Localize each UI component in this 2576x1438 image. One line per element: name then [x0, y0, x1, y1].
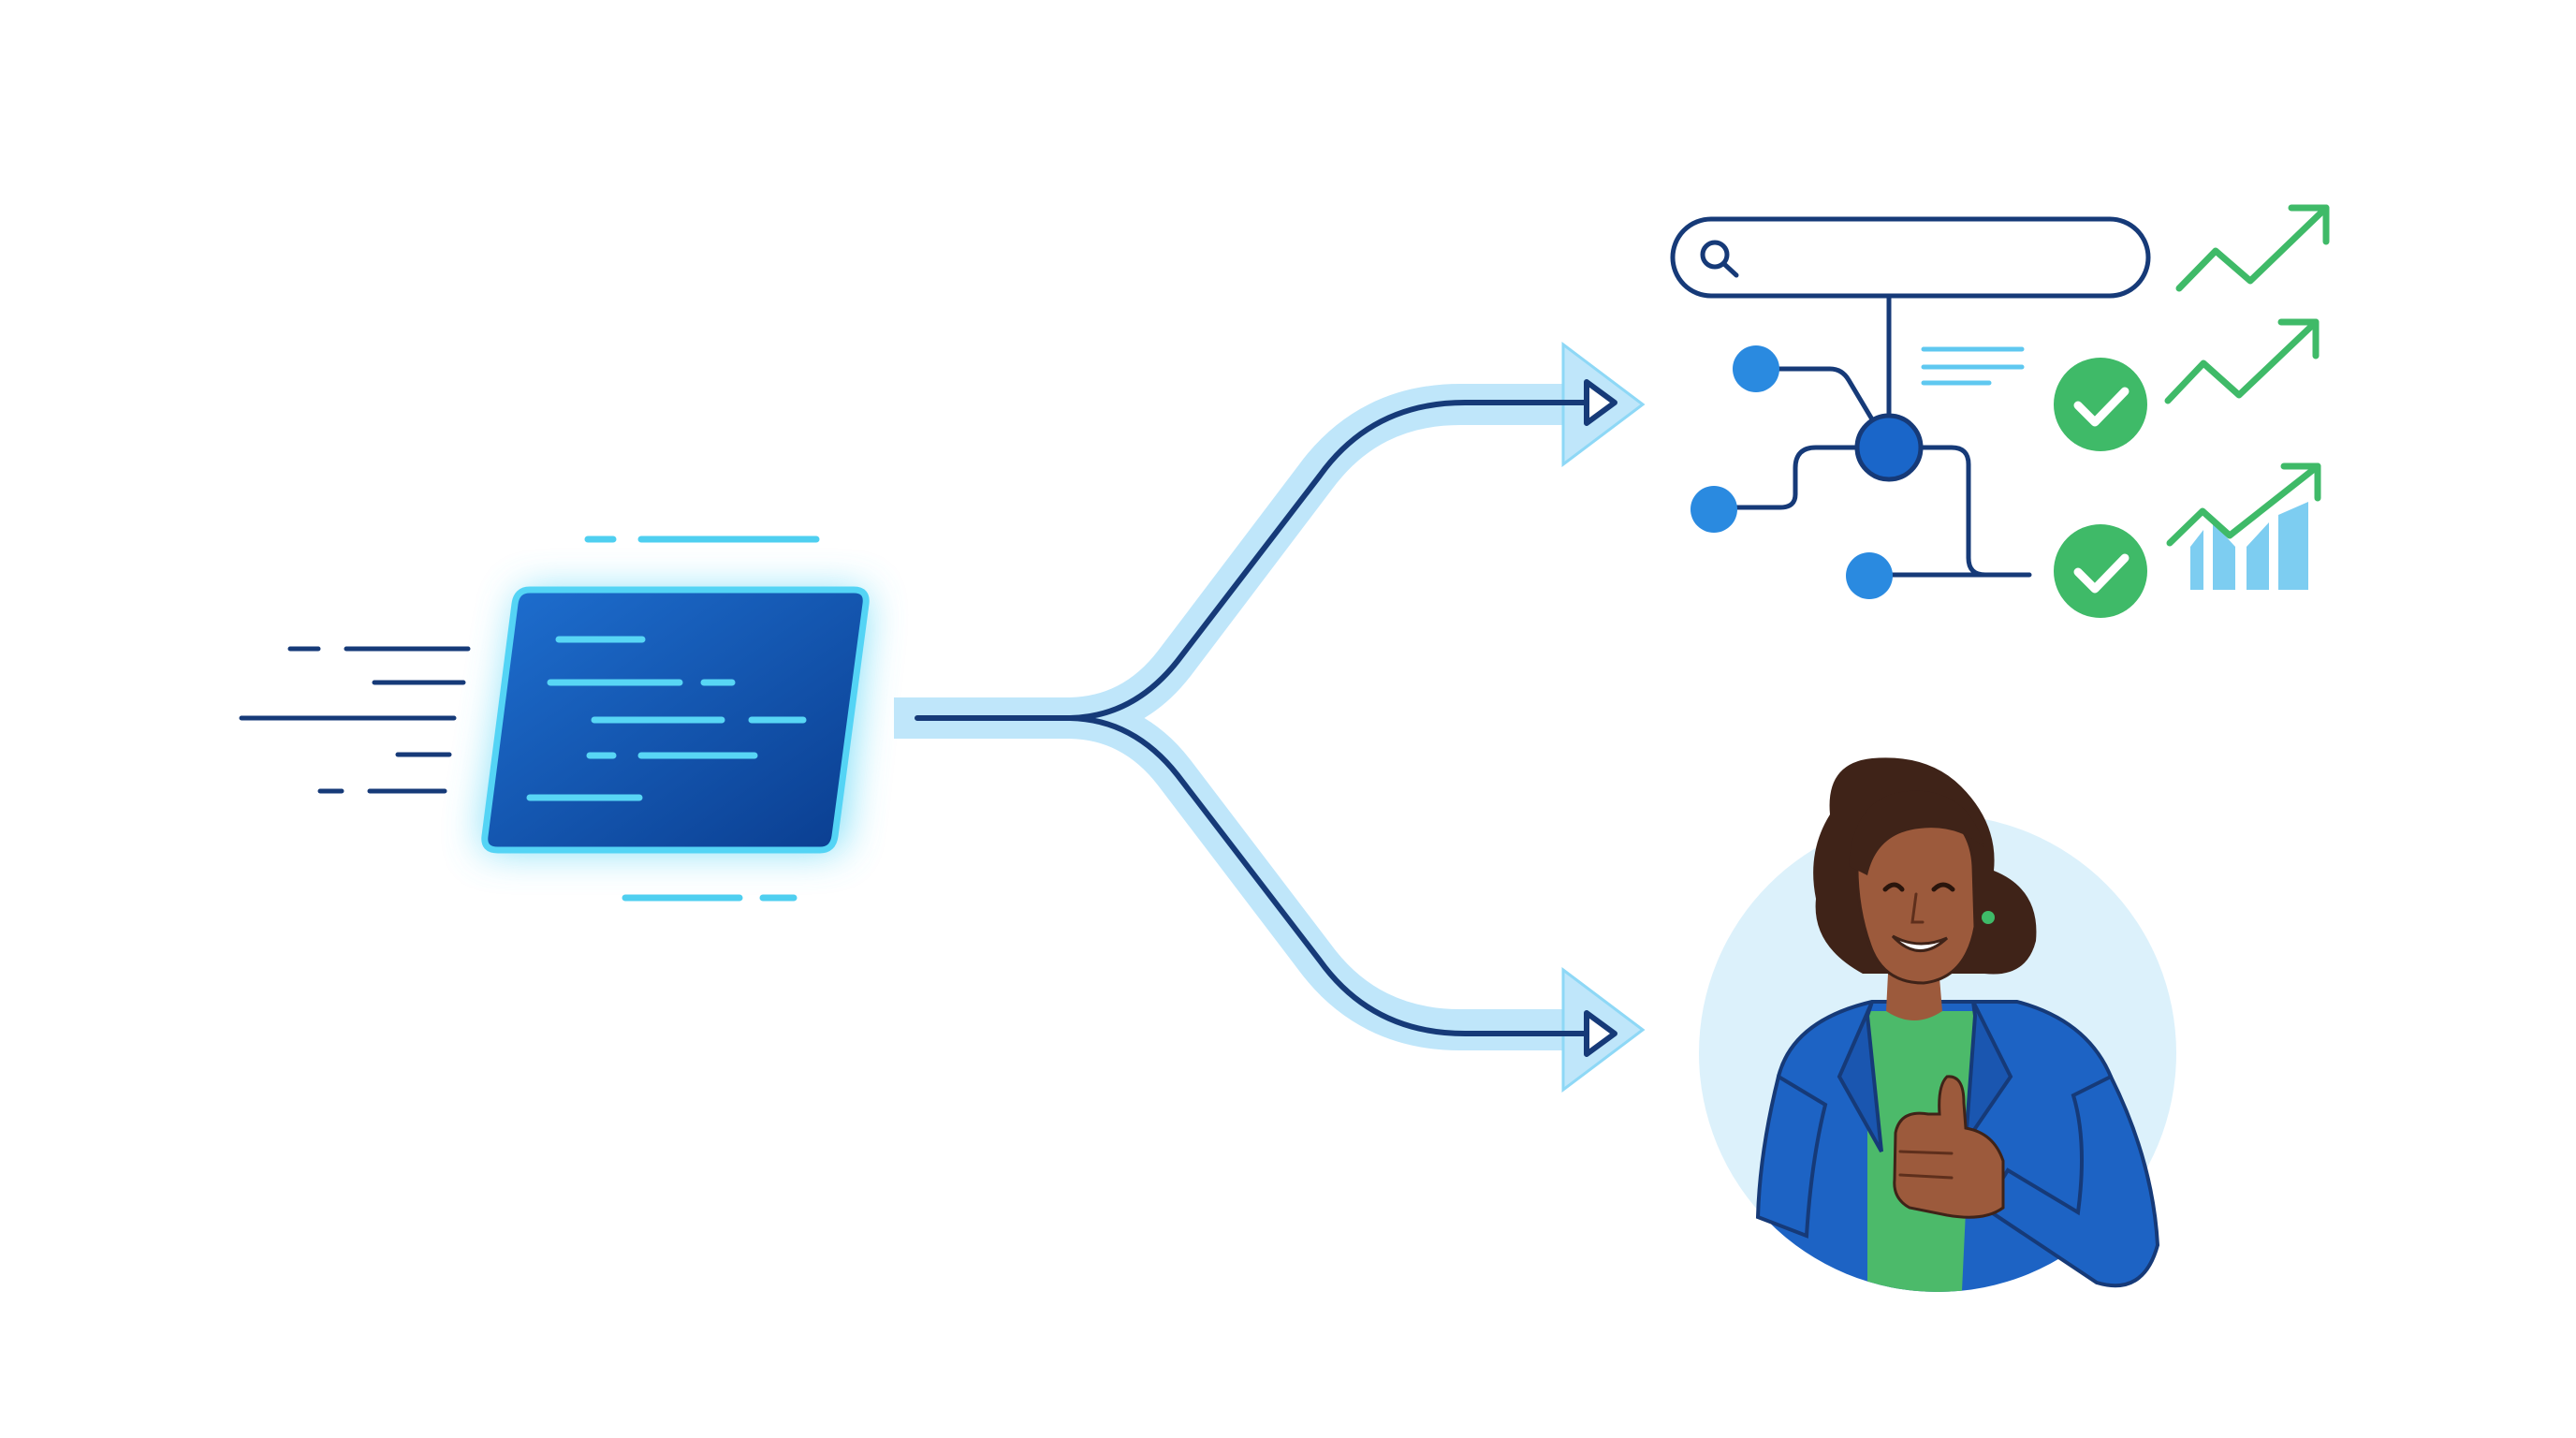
trend-up-icon [2175, 204, 2330, 292]
code-document-icon [239, 536, 870, 902]
check-circle-icon [2054, 524, 2147, 618]
graph-node [1733, 345, 1779, 392]
search-results-group [1670, 204, 2330, 618]
search-icon [1700, 240, 1730, 270]
node-graph-icon [1690, 293, 2032, 599]
fork-arrows [894, 341, 1646, 1093]
code-lines [526, 636, 807, 801]
bar-chart-icon [2166, 462, 2321, 590]
snippet-lines [1921, 346, 2025, 386]
check-circle-icon [2054, 358, 2147, 451]
cyan-dashes [584, 536, 820, 902]
search-bar-icon [1670, 216, 2151, 299]
trend-up-icon [2164, 318, 2320, 404]
graph-node [1690, 486, 1737, 533]
graph-node-hub [1854, 413, 1924, 482]
motion-lines [239, 646, 471, 794]
graph-node [1846, 552, 1893, 599]
person-thumbs-up-icon [1699, 757, 2176, 1292]
